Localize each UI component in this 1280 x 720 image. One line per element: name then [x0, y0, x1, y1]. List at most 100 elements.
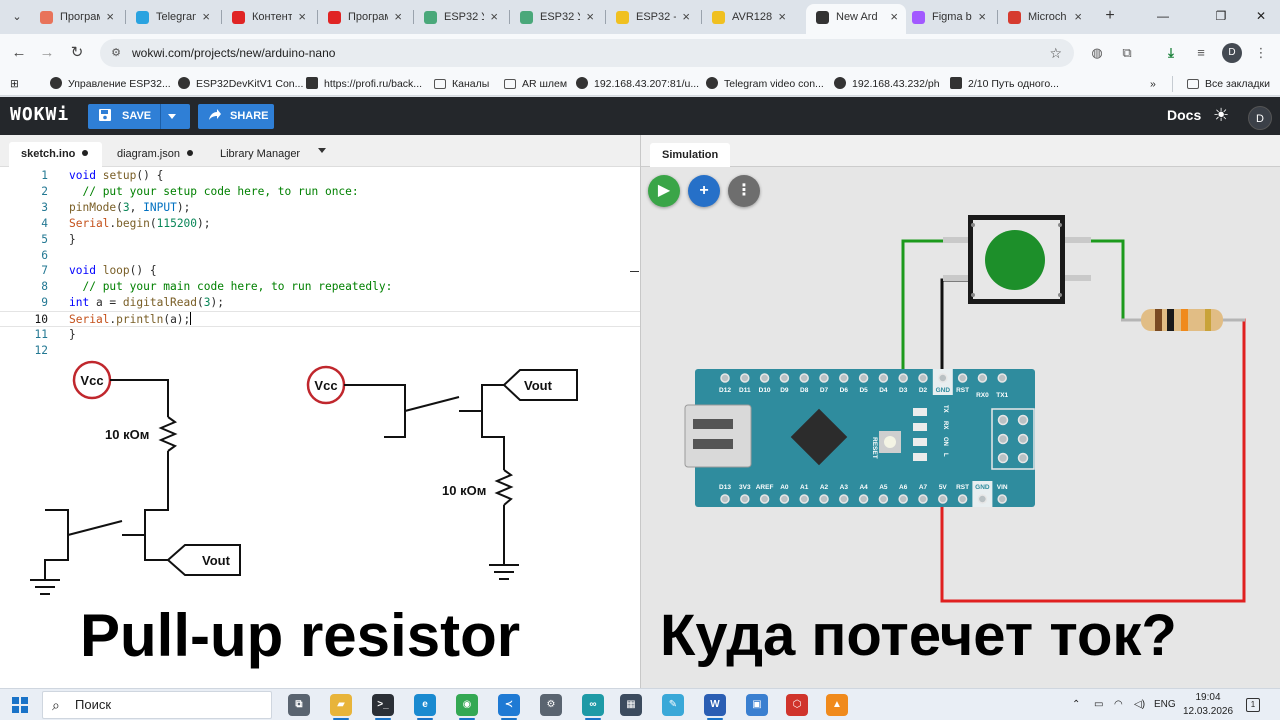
add-part-button[interactable]: + [688, 175, 720, 207]
icsp-pin[interactable] [1017, 433, 1029, 445]
bookmark-item[interactable]: Telegram video con... [706, 72, 824, 96]
terminal-icon[interactable]: >_ [372, 694, 394, 716]
reset-button[interactable] [884, 436, 896, 448]
header-pin[interactable] [898, 494, 908, 504]
arduino-icon[interactable]: ∞ [582, 694, 604, 716]
theme-toggle-sun-icon[interactable]: ☀ [1213, 105, 1230, 125]
bookmark-star-icon[interactable]: ☆ [1049, 45, 1062, 61]
header-pin[interactable] [779, 494, 790, 504]
save-button[interactable]: SAVE [88, 104, 190, 129]
browser-tab[interactable]: AVR128× [702, 4, 794, 30]
tabs-dropdown-icon[interactable] [318, 148, 326, 153]
header-pin[interactable] [898, 373, 908, 383]
header-pin[interactable] [938, 494, 948, 504]
media-control-icon[interactable]: ≡ [1197, 45, 1205, 60]
header-pin[interactable] [918, 373, 928, 383]
code-line[interactable]: 6 [0, 248, 640, 264]
bookmark-item[interactable]: ESP32DevKitV1 Con... [178, 72, 303, 96]
bookmark-item[interactable]: 2/10 Путь одного... [950, 72, 1059, 96]
photos-icon[interactable]: ▣ [746, 694, 768, 716]
icsp-pin[interactable] [997, 414, 1009, 426]
vlc-icon[interactable]: ▲ [826, 694, 848, 716]
close-tab-icon[interactable]: × [778, 9, 786, 24]
close-window-icon[interactable]: ✕ [1255, 9, 1267, 23]
tab-diagram-json[interactable]: diagram.json [117, 142, 193, 167]
apps-icon[interactable]: ⬡ [786, 694, 808, 716]
header-pin[interactable] [799, 373, 809, 383]
apps-grid-icon[interactable]: ⊞ [10, 78, 19, 90]
more-bookmarks-button[interactable]: » [1150, 78, 1156, 90]
header-pin[interactable] [977, 373, 988, 383]
notepad-icon[interactable]: ✎ [662, 694, 684, 716]
chrome-icon[interactable]: ◉ [456, 694, 478, 716]
header-pin[interactable] [839, 373, 849, 383]
code-line[interactable]: 5} [0, 232, 640, 248]
start-simulation-button[interactable]: ▶ [648, 175, 680, 207]
volume-icon[interactable]: ◁) [1134, 699, 1146, 710]
header-pin[interactable] [878, 494, 889, 504]
icsp-pin[interactable] [1017, 452, 1029, 464]
close-tab-icon[interactable]: × [394, 9, 402, 24]
new-tab-button[interactable]: + [1105, 7, 1115, 24]
address-bar[interactable]: ⚙ wokwi.com/projects/new/arduino-nano ☆ [100, 39, 1074, 67]
close-tab-icon[interactable]: × [106, 9, 114, 24]
taskbar-clock[interactable]: 19:04 12.03.2026 [1178, 691, 1238, 719]
resistor[interactable] [1121, 309, 1245, 331]
tray-chevron-icon[interactable]: ⌃ [1072, 699, 1081, 710]
notifications-badge[interactable]: 1 [1246, 698, 1260, 712]
back-icon[interactable]: ← [11, 44, 27, 61]
close-tab-icon[interactable]: × [1074, 9, 1082, 24]
tab-simulation[interactable]: Simulation [650, 143, 731, 167]
language-indicator[interactable]: ENG [1154, 699, 1176, 710]
header-pin[interactable] [740, 494, 750, 504]
docs-link[interactable]: Docs [1167, 107, 1202, 123]
header-pin[interactable] [720, 373, 730, 383]
wifi-icon[interactable]: ◠ [1114, 699, 1123, 710]
icsp-pin[interactable] [1017, 414, 1029, 426]
file-explorer-icon[interactable]: ▰ [330, 694, 352, 716]
minimize-icon[interactable]: — [1157, 9, 1169, 23]
header-pin[interactable] [839, 494, 849, 504]
tab-search-chevron-icon[interactable]: ⌄ [12, 11, 22, 23]
word-icon[interactable]: W [704, 694, 726, 716]
bookmark-item[interactable]: Управление ESP32... [50, 72, 171, 96]
browser-tab[interactable]: Програм× [318, 4, 410, 30]
wokwi-logo[interactable]: WOKWi [10, 104, 70, 125]
header-pin[interactable] [878, 373, 889, 383]
extensions-icon[interactable]: ⧉ [1122, 45, 1132, 60]
browser-tab[interactable]: Microch× [998, 4, 1090, 30]
header-pin[interactable] [997, 373, 1007, 383]
header-pin[interactable] [858, 494, 869, 504]
code-line[interactable]: 11} [0, 327, 640, 343]
header-pin[interactable] [759, 373, 770, 383]
calculator-icon[interactable]: ▦ [620, 694, 642, 716]
restore-icon[interactable]: ❐ [1215, 9, 1227, 23]
reload-icon[interactable]: ↻ [70, 44, 84, 61]
header-pin[interactable] [977, 494, 988, 504]
translate-icon[interactable]: ◍ [1091, 45, 1103, 60]
pushbutton[interactable] [943, 215, 1091, 304]
bookmark-item[interactable]: 192.168.43.207:81/u... [576, 72, 699, 96]
code-line[interactable]: 2 // put your setup code here, to run on… [0, 184, 640, 200]
header-pin[interactable] [819, 373, 829, 383]
header-pin[interactable] [759, 494, 770, 504]
forward-icon[interactable]: → [39, 44, 55, 61]
header-pin[interactable] [779, 373, 790, 383]
wokwi-user-avatar[interactable]: D [1248, 106, 1272, 130]
taskbar-search-input[interactable]: ⌕ Поиск [42, 691, 272, 719]
site-info-icon[interactable]: ⚙ [111, 47, 121, 59]
close-tab-icon[interactable]: × [682, 9, 690, 24]
browser-tab[interactable]: ESP32 У× [510, 4, 602, 30]
close-tab-icon[interactable]: × [202, 9, 210, 24]
windows-start-icon[interactable] [12, 697, 28, 713]
header-pin[interactable] [858, 373, 869, 383]
vscode-icon[interactable]: ≺ [498, 694, 520, 716]
bookmark-item[interactable]: 192.168.43.232/ph [834, 72, 940, 96]
all-bookmarks-button[interactable]: Все закладки [1187, 72, 1270, 96]
browser-tab[interactable]: Контент× [222, 4, 314, 30]
